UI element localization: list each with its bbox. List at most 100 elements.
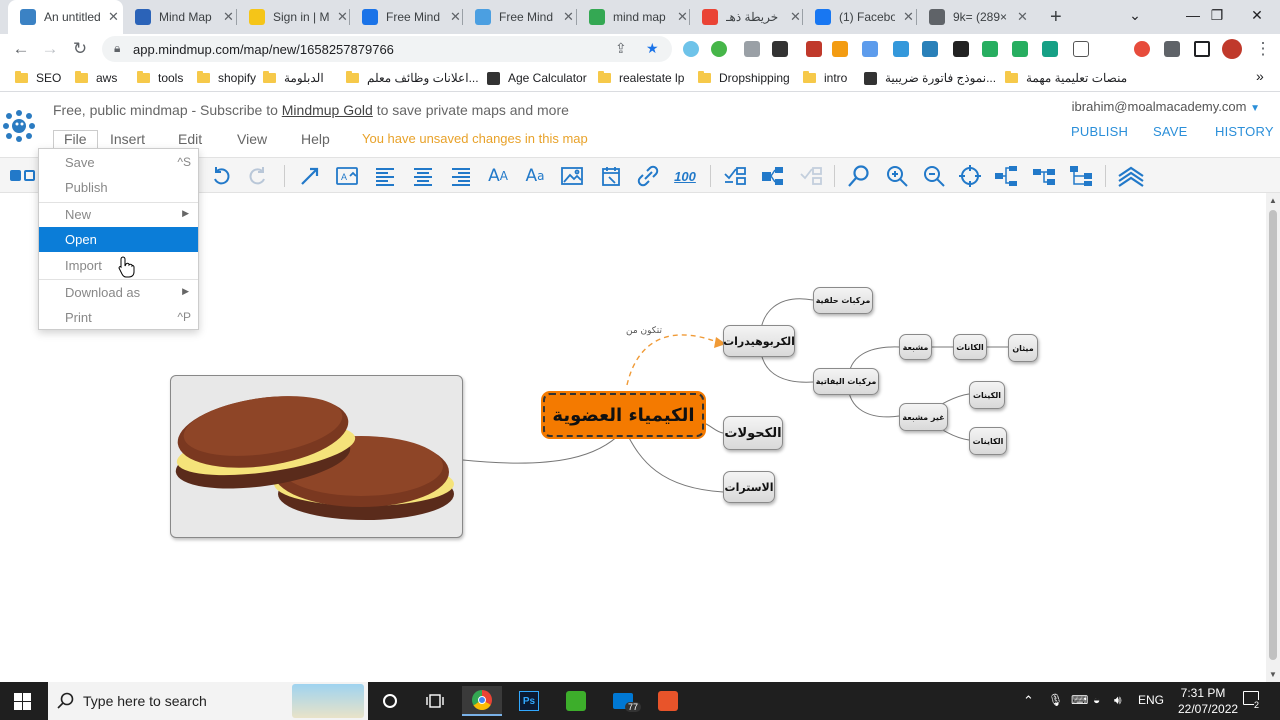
- wifi-icon[interactable]: ◒: [1093, 693, 1101, 707]
- cortana-icon[interactable]: [370, 686, 410, 716]
- extension-pen-icon[interactable]: [806, 41, 822, 57]
- save-button[interactable]: SAVE: [1153, 124, 1188, 139]
- extension-icon-2[interactable]: [711, 41, 727, 57]
- caret-down-icon[interactable]: ▼: [1250, 103, 1260, 114]
- menu-edit[interactable]: Edit: [178, 131, 203, 147]
- bookmark-item[interactable]: tools: [137, 71, 183, 85]
- scrollbar-thumb[interactable]: [1269, 210, 1277, 660]
- bookmark-item[interactable]: Age Calculator: [487, 71, 587, 85]
- extension-icon-1[interactable]: [683, 41, 699, 57]
- tab-close-icon[interactable]: ✕: [223, 9, 234, 24]
- node-alkynes[interactable]: الكاينات: [969, 427, 1007, 455]
- node-unsaturated[interactable]: غير مشبعة: [899, 403, 948, 431]
- node-cyclic[interactable]: مركبات حلقية: [813, 287, 873, 314]
- extension-shield-icon[interactable]: [744, 41, 760, 57]
- scroll-up-icon[interactable]: ▲: [1269, 196, 1277, 205]
- minimize-button[interactable]: —: [1186, 7, 1200, 23]
- extension-ws-icon[interactable]: [982, 41, 998, 57]
- microphone-icon[interactable]: 🎙︎: [1048, 693, 1064, 707]
- align-center-icon[interactable]: [409, 162, 437, 190]
- link-icon[interactable]: [634, 162, 662, 190]
- bookmark-item[interactable]: الدبلومة: [263, 71, 324, 85]
- browser-tab[interactable]: Free Mind✕: [463, 0, 576, 34]
- align-left-icon[interactable]: [371, 162, 399, 190]
- menu-item-print[interactable]: Print^P: [39, 305, 198, 330]
- address-bar[interactable]: 🔒︎ app.mindmup.com/map/new/1658257879766…: [102, 36, 672, 62]
- zoom-in-icon[interactable]: [883, 162, 911, 190]
- node-alcohols[interactable]: الكحولات: [723, 416, 783, 450]
- taskbar-recorder[interactable]: [648, 686, 688, 716]
- node-saturated[interactable]: مشبعة: [899, 334, 932, 360]
- collapse-toolbar-icon[interactable]: [1117, 162, 1145, 190]
- menu-file[interactable]: File: [53, 130, 98, 151]
- extension-chart-icon[interactable]: [832, 41, 848, 57]
- browser-tab[interactable]: (1) Facebo✕: [803, 0, 916, 34]
- extension-wm-icon[interactable]: [1012, 41, 1028, 57]
- extension-card-icon[interactable]: [893, 41, 909, 57]
- bookmark-item[interactable]: اعلانات وظائف معلم...: [346, 71, 479, 85]
- tab-close-icon[interactable]: ✕: [1017, 9, 1028, 24]
- layout-standard-icon[interactable]: [1031, 162, 1059, 190]
- node-tree-icon[interactable]: [759, 162, 787, 190]
- connector-arrow-icon[interactable]: [296, 162, 324, 190]
- close-window-button[interactable]: ✕: [1251, 6, 1263, 23]
- node-methane[interactable]: ميثان: [1008, 334, 1038, 362]
- extension-arrow-down-icon[interactable]: [922, 41, 938, 57]
- menu-insert[interactable]: Insert: [110, 131, 146, 147]
- menu-item-publish[interactable]: Publish: [39, 175, 198, 200]
- extension-ws2-icon[interactable]: [1073, 41, 1089, 57]
- taskbar-chrome[interactable]: [462, 686, 502, 716]
- node-carbohydrates[interactable]: الكربوهيدرات: [723, 325, 795, 357]
- language-indicator[interactable]: ENG: [1138, 693, 1165, 707]
- menu-help[interactable]: Help: [301, 131, 330, 147]
- browser-tab[interactable]: mind map✕: [577, 0, 690, 34]
- menu-item-download-as[interactable]: Download as▶: [39, 280, 198, 305]
- extension-download-icon[interactable]: [862, 41, 878, 57]
- side-panel-icon[interactable]: [1194, 41, 1210, 57]
- tab-close-icon[interactable]: ✕: [903, 9, 914, 24]
- mindmup-gold-link[interactable]: Mindmup Gold: [281, 102, 373, 118]
- layout-top-down-icon[interactable]: [993, 162, 1021, 190]
- node-esters[interactable]: الاسترات: [723, 471, 775, 503]
- undo-icon[interactable]: [207, 162, 235, 190]
- bookmark-item[interactable]: منصات تعليمية مهمة: [1005, 71, 1127, 85]
- tab-close-icon[interactable]: ✕: [337, 9, 348, 24]
- restore-button[interactable]: ❐: [1210, 6, 1224, 23]
- insert-image-icon[interactable]: [558, 162, 586, 190]
- mindmap-canvas[interactable]: الكيمياء العضوية تتكون من الكربوهيدرات ا…: [0, 193, 1266, 682]
- extension-wa-icon[interactable]: [1042, 41, 1058, 57]
- browser-tab[interactable]: خريطة ذهـ✕: [690, 0, 803, 34]
- tab-close-icon[interactable]: ✕: [450, 9, 461, 24]
- extension-m-icon[interactable]: [772, 41, 788, 57]
- bookmark-item[interactable]: نموذج فاتورة ضريبية...: [864, 71, 996, 85]
- tray-chevron-up-icon[interactable]: ⌃: [1023, 693, 1034, 708]
- menu-item-open[interactable]: Open: [39, 227, 198, 252]
- node-alkanes[interactable]: الكانات: [953, 334, 987, 360]
- node-alkenes[interactable]: الكينات: [969, 381, 1005, 409]
- node-style-icon[interactable]: [10, 170, 21, 181]
- address-url[interactable]: app.mindmup.com/map/new/1658257879766: [133, 42, 394, 57]
- image-node[interactable]: [170, 375, 463, 538]
- progress-100-icon[interactable]: 100: [674, 168, 696, 184]
- tab-search-chevron-icon[interactable]: ⌄: [1129, 6, 1141, 23]
- windows-start-icon[interactable]: [14, 693, 31, 710]
- extensions-puzzle-icon[interactable]: [1164, 41, 1180, 57]
- taskbar-camtasia[interactable]: [556, 686, 596, 716]
- menu-item-import[interactable]: Import: [39, 253, 198, 278]
- network-icon[interactable]: ⌨︎: [1071, 693, 1089, 707]
- notifications-icon[interactable]: 2: [1243, 691, 1260, 710]
- node-aliphatic[interactable]: مركبات اليفاتية: [813, 368, 879, 395]
- bookmark-item[interactable]: aws: [75, 71, 117, 85]
- tab-close-icon[interactable]: ✕: [677, 9, 688, 24]
- bookmark-item[interactable]: Dropshipping: [698, 71, 790, 85]
- taskbar-mail[interactable]: 77: [603, 686, 643, 716]
- mindmup-logo-icon[interactable]: [3, 110, 35, 142]
- task-view-icon[interactable]: [415, 686, 455, 716]
- text-box-icon[interactable]: A: [333, 162, 361, 190]
- new-tab-button[interactable]: +: [1050, 5, 1062, 28]
- search-icon[interactable]: [845, 162, 873, 190]
- user-email[interactable]: ibrahim@moalmacademy.com ▼: [1072, 99, 1260, 114]
- browser-tab[interactable]: Mind Map✕: [123, 0, 236, 34]
